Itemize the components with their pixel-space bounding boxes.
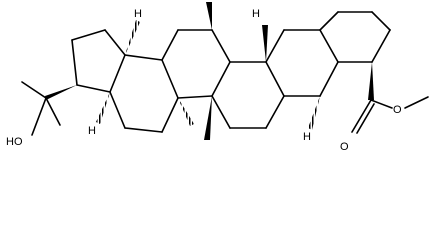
- ring-right: [319, 11, 391, 63]
- wedge-bond: [45, 85, 77, 100]
- wedge-bond: [368, 62, 374, 100]
- ring-b: [211, 61, 285, 129]
- methyl-groups: [204, 2, 268, 140]
- hydrogen-4: [308, 96, 320, 130]
- ring-c: [161, 29, 231, 99]
- hydrogen-2: [96, 92, 110, 124]
- hydroxyl-label: HO: [6, 136, 23, 148]
- carbonyl-oxygen-label: O: [340, 141, 349, 153]
- hydrogen-1: [125, 20, 140, 55]
- ring-e: [71, 29, 126, 93]
- hydrogen-3: [178, 98, 194, 126]
- ring-d: [109, 54, 179, 133]
- methyl-ester-group: [351, 62, 429, 134]
- ring-a: [265, 29, 339, 97]
- molecule-drawing: HO O O H H H H: [6, 2, 429, 153]
- hydrogen-label: H: [88, 125, 96, 137]
- hydrogen-label: H: [252, 8, 260, 20]
- ester-oxygen-label: O: [393, 104, 402, 116]
- hydrogen-label: H: [134, 8, 142, 20]
- hydrogen-label: H: [303, 131, 311, 143]
- hydroxyisopropyl-group: [21, 81, 77, 136]
- structure-canvas: HO O O H H H H: [6, 2, 429, 153]
